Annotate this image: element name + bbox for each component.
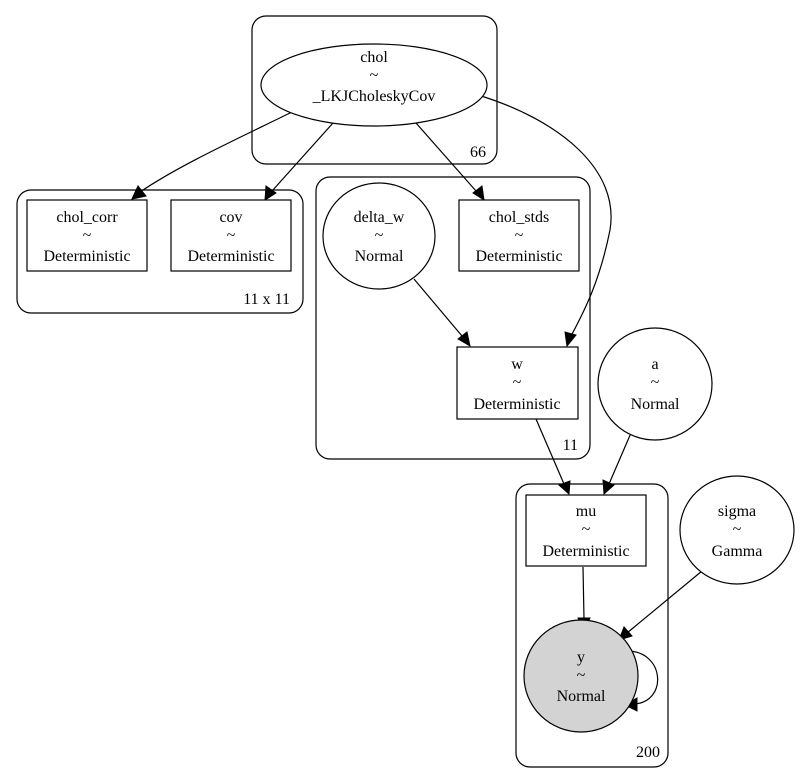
node-w-tilde: ~: [513, 374, 522, 391]
node-a-tilde: ~: [651, 374, 660, 391]
node-mu-dist: Deterministic: [542, 543, 629, 560]
edge-delta-w-w: [413, 278, 463, 337]
edge-chol-w: [477, 94, 612, 337]
node-chol-stds-tilde: ~: [515, 227, 524, 244]
node-chol-dist: _LKJCholeskyCov: [312, 88, 436, 105]
node-chol-stds-name: chol_stds: [489, 209, 549, 226]
arrowhead-w-mu: [558, 480, 571, 496]
edges: [131, 94, 703, 712]
node-chol-corr-name: chol_corr: [56, 209, 118, 226]
node-a-dist: Normal: [631, 396, 680, 413]
node-delta-w[interactable]: delta_w ~ Normal: [322, 182, 436, 290]
plate-chol-label: 66: [470, 144, 486, 161]
plate-w-label: 11: [563, 437, 578, 454]
node-y[interactable]: y ~ Normal: [523, 619, 639, 733]
node-sigma-dist: Gamma: [712, 543, 763, 560]
node-chol[interactable]: chol ~ _LKJCholeskyCov: [260, 43, 488, 127]
plate-obs-label: 200: [636, 744, 660, 761]
arrowhead-chol-chol-corr: [131, 185, 147, 200]
node-chol-corr-dist: Deterministic: [43, 248, 130, 265]
edge-mu-y: [582, 566, 585, 620]
node-delta-w-tilde: ~: [375, 227, 384, 244]
plate-obs: 200: [515, 483, 669, 768]
plate-chol: 66: [251, 15, 498, 165]
node-mu[interactable]: mu ~ Deterministic: [525, 494, 647, 567]
edge-sigma-y: [626, 570, 703, 634]
node-a-name: a: [651, 356, 658, 373]
node-chol-name: chol: [360, 49, 388, 66]
node-delta-w-name: delta_w: [354, 209, 405, 226]
edge-chol-chol-stds: [415, 122, 477, 192]
arrowhead-chol-chol-stds: [472, 185, 485, 202]
node-chol-corr-tilde: ~: [83, 227, 92, 244]
node-chol-tilde: ~: [370, 67, 379, 84]
arrowhead-a-mu: [602, 479, 615, 496]
node-mu-name: mu: [576, 503, 596, 520]
edge-w-mu: [535, 418, 565, 485]
arrowhead-chol-w: [564, 331, 577, 348]
node-w-dist: Deterministic: [473, 396, 560, 413]
edge-y-self-loop: [626, 650, 659, 705]
plate-cov: 11 x 11: [16, 189, 304, 314]
node-chol-stds[interactable]: chol_stds ~ Deterministic: [458, 199, 580, 272]
node-cov-tilde: ~: [227, 227, 236, 244]
node-delta-w-dist: Normal: [355, 248, 404, 265]
node-w[interactable]: w ~ Deterministic: [456, 346, 579, 420]
node-y-dist: Normal: [557, 688, 606, 705]
node-sigma-name: sigma: [718, 503, 756, 520]
plate-cov-label: 11 x 11: [243, 291, 290, 308]
node-chol-corr[interactable]: chol_corr ~ Deterministic: [26, 199, 148, 272]
arrowhead-chol-cov: [264, 185, 277, 201]
node-sigma[interactable]: sigma ~ Gamma: [679, 475, 795, 585]
plate-w: 11: [315, 176, 591, 460]
node-y-tilde: ~: [577, 667, 586, 684]
node-cov-dist: Deterministic: [187, 248, 274, 265]
node-a[interactable]: a ~ Normal: [597, 327, 713, 441]
node-mu-tilde: ~: [582, 521, 591, 538]
node-cov-name: cov: [219, 209, 242, 226]
edge-chol-chol-corr: [139, 111, 293, 193]
node-w-name: w: [511, 356, 523, 373]
node-chol-stds-dist: Deterministic: [475, 248, 562, 265]
node-y-name: y: [577, 649, 585, 666]
edge-a-mu: [608, 425, 635, 485]
node-sigma-tilde: ~: [733, 521, 742, 538]
arrowhead-delta-w-w: [457, 331, 471, 348]
node-cov[interactable]: cov ~ Deterministic: [170, 199, 292, 272]
edge-chol-cov: [271, 122, 334, 192]
